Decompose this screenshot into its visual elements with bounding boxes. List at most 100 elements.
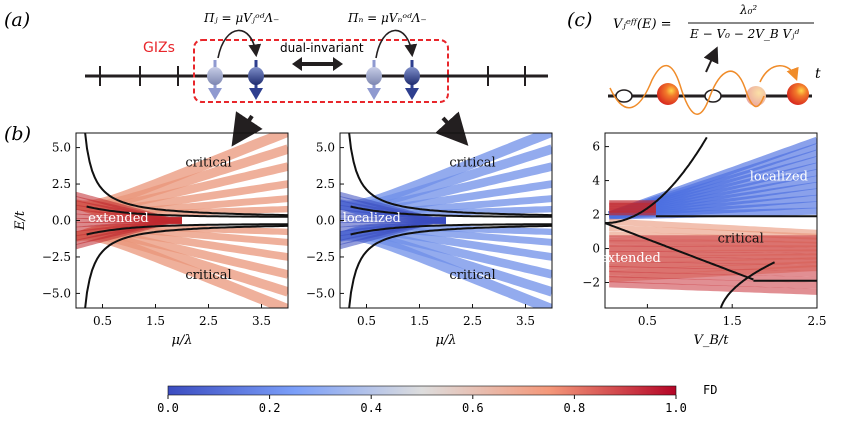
t-label: t xyxy=(815,66,821,82)
dual-invariant-arrow xyxy=(292,57,343,71)
mobility-edge-lower-curve xyxy=(719,261,775,308)
x-tick-label: 2.5 xyxy=(463,314,482,328)
y-tick-label: 0.0 xyxy=(52,214,71,228)
x-tick-label: 2.5 xyxy=(199,314,218,328)
x-tick-label: 0.5 xyxy=(357,314,376,328)
mobility-edge-inner-upper xyxy=(86,205,288,218)
mobility-edge-lower xyxy=(84,224,288,308)
energy-band xyxy=(340,230,552,308)
core-band xyxy=(340,191,446,222)
y-tick-label: 0 xyxy=(592,242,600,256)
lower-band xyxy=(609,250,817,260)
colorbar-tick-label: 0.8 xyxy=(564,401,586,415)
colorbar-tick-label: 0.0 xyxy=(157,401,179,415)
hop-arrow-left xyxy=(217,29,262,59)
y-tick-label: 4 xyxy=(592,174,600,188)
pi-j-label: Πⱼ = μVⱼᵒᵈΛ₋ xyxy=(203,11,279,25)
annotation-extended: extended xyxy=(88,211,149,226)
y-tick-label: 5.0 xyxy=(316,141,335,155)
lower-band xyxy=(609,271,817,283)
y-tick-label: 5.0 xyxy=(52,141,71,155)
x-tick-label: 1.5 xyxy=(723,314,742,328)
annotation-critical-top: critical xyxy=(185,156,231,171)
energy-band xyxy=(76,230,288,308)
x-tick-label: 3.5 xyxy=(252,314,271,328)
dual-invariant-label: dual-invariant xyxy=(280,41,364,55)
x-tick-label: 1.5 xyxy=(146,314,165,328)
veff-numerator: λ₀² xyxy=(739,3,757,17)
lower-band xyxy=(609,281,817,295)
panel-label-b: (b) xyxy=(4,123,31,145)
middle-band xyxy=(609,225,817,240)
x-tick-label: 0.5 xyxy=(93,314,112,328)
annotation-critical-top: critical xyxy=(449,156,495,171)
mobility-edge-inner-lower xyxy=(86,223,288,236)
x-axis-label: μ/λ xyxy=(171,333,192,348)
hop-arrow-c xyxy=(759,64,799,83)
colorbar: 0.0 0.2 0.4 0.6 0.8 1.0 FD xyxy=(157,383,717,415)
y-tick-label: −2 xyxy=(582,276,600,290)
colorbar-label: FD xyxy=(703,383,717,397)
fermion-ball-1 xyxy=(657,83,679,105)
veff-denominator: E − V₀ − 2V_B Vⱼᵈ xyxy=(689,27,799,41)
y-tick-label: 2.5 xyxy=(316,177,335,191)
lower-band xyxy=(609,245,817,254)
colorbar-tick-label: 0.6 xyxy=(462,401,484,415)
pointer-arrow-right xyxy=(435,111,469,146)
lattice-ticks xyxy=(99,66,526,86)
lower-band xyxy=(609,240,817,248)
mobility-edge-steep xyxy=(605,136,708,224)
mobility-edge-diagonal xyxy=(605,222,754,281)
fermion-ball-faint xyxy=(746,86,766,106)
panel-label-c: (c) xyxy=(567,9,592,31)
y-tick-label: −2.5 xyxy=(306,250,335,264)
mobility-edge-lower xyxy=(348,224,552,308)
y-tick-label: 2.5 xyxy=(52,177,71,191)
x-axis-label: V_B/t xyxy=(693,333,729,348)
mobility-edge-upper xyxy=(348,133,552,217)
schematic-c: Vⱼᵉᶠᶠ(E) = λ₀² E − V₀ − 2V_B Vⱼᵈ t xyxy=(608,3,821,115)
middle-band xyxy=(609,218,817,236)
colorbar-tick-label: 1.0 xyxy=(665,401,687,415)
x-tick-label: 0.5 xyxy=(638,314,657,328)
empty-site-1 xyxy=(615,89,633,103)
core-band xyxy=(76,191,182,222)
plot-area xyxy=(76,133,288,308)
veff-lhs: Vⱼᵉᶠᶠ(E) = xyxy=(613,17,672,32)
lower-band xyxy=(609,276,817,289)
mobility-edge-inner-lower xyxy=(350,223,552,236)
spin-dark-right xyxy=(404,60,420,100)
y-tick-label: −2.5 xyxy=(42,250,71,264)
pointer-arrow-left xyxy=(231,111,263,147)
mobility-edge-inner-upper xyxy=(350,205,552,218)
colorbar-tick-label: 0.4 xyxy=(360,401,382,415)
plot-area xyxy=(340,133,552,308)
panel-label-a: (a) xyxy=(4,9,30,31)
veff-pointer xyxy=(703,46,719,73)
y-tick-label: 2 xyxy=(592,208,600,222)
y-axis-label: E/t xyxy=(13,210,28,231)
colorbar-gradient xyxy=(167,385,677,396)
giz-box xyxy=(193,39,449,103)
empty-site-2 xyxy=(704,89,722,103)
y-tick-label: 0.0 xyxy=(316,214,335,228)
annotation-critical-bottom: critical xyxy=(449,268,495,283)
annotation-extended: extended xyxy=(600,251,661,266)
lower-band xyxy=(609,260,817,272)
lower-band xyxy=(609,255,817,266)
annotation-localized: localized xyxy=(343,211,401,226)
colorbar-tick-label: 0.2 xyxy=(259,401,281,415)
spin-faint-left xyxy=(207,60,223,100)
plot-area xyxy=(605,136,817,308)
spin-dark-left xyxy=(248,60,264,100)
annotation-localized: localized xyxy=(750,170,808,185)
x-tick-label: 2.5 xyxy=(807,314,826,328)
annotation-critical: critical xyxy=(718,232,764,247)
y-tick-label: −5.0 xyxy=(306,286,335,300)
x-tick-label: 1.5 xyxy=(410,314,429,328)
mobility-edge-upper xyxy=(84,133,288,217)
orange-wave xyxy=(609,64,765,115)
